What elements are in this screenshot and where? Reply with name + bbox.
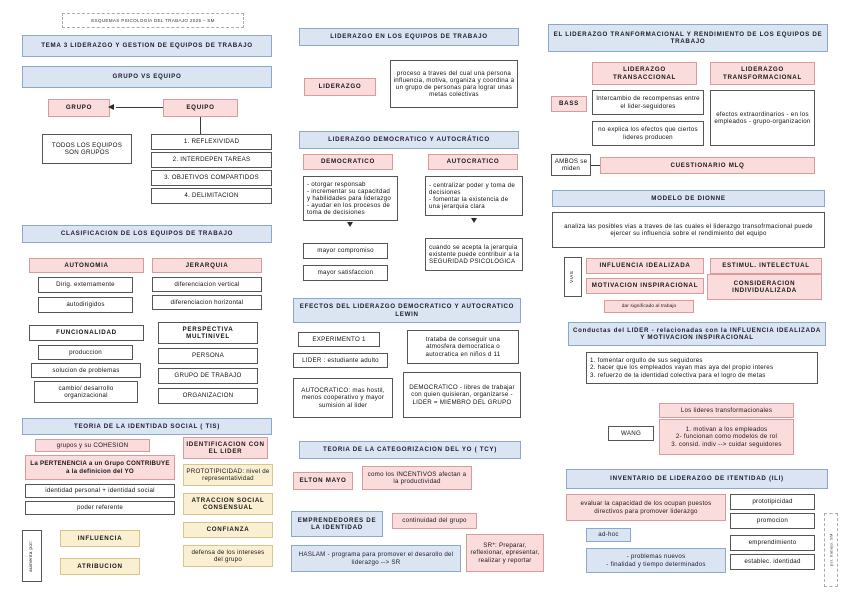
label-aumenta-por: aumenta por: — [22, 530, 42, 582]
node-identificacion-lider: IDENTIFICACION CON EL LIDER — [183, 437, 268, 459]
heading-inventario-liderazgo-identidad: INVENTARIO DE LIDERAZGO DE ITENTIDAD (IL… — [566, 469, 828, 489]
node-defensa-intereses: defensa de los intereses del grupo — [183, 545, 273, 567]
node-equipo: EQUIPO — [163, 99, 238, 117]
funcionalidad-item-1: solucion de problemas — [31, 363, 141, 378]
node-liderazgo-transformacional: LIDERAZGO TRANSFORMACIONAL — [710, 62, 815, 85]
node-incentivos-productividad: como los INCENTIVOS afectan a la product… — [362, 466, 472, 490]
heading-teoria-identidad-social: TEORIA DE LA IDENTIDAD SOCIAL ( TIS) — [22, 418, 272, 435]
node-pertenencia-grupo: La PERTENENCIA a un Grupo CONTRIBUYE a l… — [25, 455, 175, 480]
node-grupos-cohesion: grupos y su COHESION — [35, 439, 150, 452]
node-liderazgo: LIDERAZGO — [304, 78, 376, 96]
ili-item-2: emprendimiento — [730, 535, 815, 551]
equipo-item-3: 4. DELIMITACION — [151, 188, 272, 204]
node-bass: BASS — [551, 96, 587, 112]
jerarquia-item-1: diferenciacion horizontal — [152, 295, 262, 310]
node-confianza: CONFIANZA — [183, 522, 273, 538]
perspectiva-item-2: ORGANIZACION — [158, 388, 258, 404]
label-vias: VIAS — [564, 257, 582, 297]
heading-modelo-dionne: MODELO DE DIONNE — [552, 190, 825, 207]
node-ambos-se-miden: AMBOS se miden — [551, 154, 591, 176]
arrow-to-grupo — [108, 104, 114, 110]
node-conductas-items: 1. fomentar orgullo de sus seguidores 2.… — [586, 352, 818, 384]
node-liderazgo-definicion: proceso a traves del cual una persona in… — [390, 60, 518, 108]
ili-item-0: prototipicidad — [730, 494, 815, 510]
node-democratico-items: - otorgar responsab - incrementar su cap… — [303, 176, 398, 221]
heading-efectos-lewin: EFECTOS DEL LIDERAZGO DEMOCRATICO Y AUTO… — [293, 298, 521, 323]
node-autocratico: AUTOCRATICO — [428, 154, 518, 170]
node-autocratico-efecto: AUTOCRATICO: mas hostil, menos cooperati… — [293, 378, 393, 418]
node-funcionalidad: FUNCIONALIDAD — [29, 325, 144, 341]
node-intercambio-recompensas: Intercambio de recompensas entre el lide… — [592, 90, 704, 115]
node-prototipicidad: PROTOTIPICIDAD: nivel de representativid… — [183, 464, 273, 486]
autonomia-item-0: Dirig. externamente — [38, 277, 133, 293]
node-atraccion-social: ATRACCION SOCIAL CONSENSUAL — [183, 493, 273, 515]
node-emprendedores-identidad: EMPRENDEDORES DE LA IDENTIDAD — [291, 511, 383, 537]
node-dar-significado-trabajo: dar significado al trabajo — [604, 300, 694, 313]
arrow-democratico-result — [347, 222, 353, 227]
heading-teoria-categorizacion-yo: TEORIA DE LA CATEGORIZACION DEL YO ( TCY… — [299, 441, 521, 459]
node-autocratico-items: - centralizar poder y toma de decisiones… — [425, 176, 523, 216]
node-democratico: DEMOCRATICO — [303, 154, 393, 170]
node-mayor-satisfaccion: mayor satisfaccion — [303, 265, 388, 281]
ili-item-1: promocion — [730, 513, 815, 529]
node-wang-items: 1. motivan a los empleados 2- funcionan … — [659, 419, 794, 455]
node-estimulacion-intelectual: ESTIMUL. INTELECTUAL — [710, 258, 822, 274]
node-democratico-efecto: DEMOCRATICO - libres de trabajar con qui… — [403, 372, 521, 418]
node-no-explica-efectos: no explica los efectos que ciertos lider… — [592, 121, 704, 146]
autonomia-item-1: autodirigidos — [38, 297, 133, 313]
connector-equipo-grupo — [116, 107, 163, 108]
heading-liderazgo-equipos: LIDERAZGO EN LOS EQUIPOS DE TRABAJO — [299, 28, 519, 46]
node-wang: WANG — [608, 426, 654, 441]
node-poder-referente: poder referente — [25, 501, 175, 515]
perspectiva-item-0: PERSONA — [158, 348, 258, 364]
arrow-autocratico-result — [471, 218, 477, 223]
node-influencia: INFLUENCIA — [60, 530, 140, 547]
node-lideres-transformacionales: Los lideres transformacionales — [659, 403, 794, 418]
node-influencia-idealizada: INFLUENCIA IDEALIZADA — [586, 258, 704, 274]
node-evaluar-capacidad: evaluar la capacidad de los ocupan puest… — [566, 494, 726, 521]
funcionalidad-item-2: cambio/ desarrollo organizacional — [34, 381, 138, 403]
node-todos-equipos-grupos: TODOS LOS EQUIPOS SON GRUPOS — [42, 134, 132, 164]
side-watermark: psi. trabajo. SM — [824, 513, 838, 587]
node-continuidad-grupo: continuidad del grupo — [392, 513, 477, 529]
heading-grupo-vs-equipo: GRUPO VS EQUIPO — [22, 66, 272, 88]
node-perspectiva-multinivel: PERSPECTIVA MULTINIVEL — [158, 322, 258, 344]
node-elton-mayo: ELTON MAYO — [293, 472, 353, 490]
node-experimento-1: EXPERIMENTO 1 — [298, 332, 380, 347]
node-autocratico-resultado: cuando se acepta la jerarquia existente … — [425, 238, 523, 271]
node-efectos-extraordinarios: efectos extraordinarios - en los emplead… — [710, 90, 815, 146]
node-cuestionario-mlq: CUESTIONARIO MLQ — [600, 157, 815, 174]
node-liderazgo-transaccional: LIDERAZGO TRANSACCIONAL — [592, 62, 697, 85]
node-consideracion-individualizada: CONSIDERACION INDIVIDUALIZADA — [707, 274, 822, 300]
node-haslam-programa: HASLAM - programa para promover el desar… — [291, 545, 461, 572]
node-lider-estudiante: LIDER : estudiante adulto — [293, 353, 388, 368]
heading-liderazgo-democratico-autocratico: LIDERAZGO DEMOCRATICO Y AUTOCRÁTICO — [299, 131, 519, 149]
heading-liderazgo-transformacional: EL LIDERAZGO TRANFORMACIONAL Y RENDIMIEN… — [548, 24, 828, 52]
equipo-item-0: 1. REFLEXIVIDAD — [151, 134, 272, 150]
node-ad-hoc: ad-hoc — [586, 528, 631, 542]
node-problemas-nuevos: - problemas nuevos - finalidad y tiempo … — [586, 548, 726, 573]
jerarquia-item-0: diferenciacion vertical — [152, 277, 262, 292]
heading-clasificacion-equipos: CLASIFICACION DE LOS EQUIPOS DE TRABAJO — [22, 225, 272, 243]
node-autonomia: AUTONOMIA — [29, 258, 144, 273]
node-jerarquia: JERARQUIA — [152, 258, 262, 273]
equipo-item-2: 3. OBJETIVOS COMPARTIDOS — [151, 170, 272, 186]
heading-conductas-lider: Conductas del LIDER - relacionadas con l… — [568, 322, 826, 346]
node-trataba-atmosfera: trataba de conseguir una atmosfera democ… — [407, 330, 519, 364]
node-atribucion: ATRIBUCION — [60, 558, 140, 575]
document-title-chip: ESQUEMAS PSICOLOGÍA DEL TRABAJO 2025 – S… — [62, 13, 244, 28]
node-identidad-personal-social: identidad personal + identidad social — [25, 484, 175, 498]
ili-item-3: establec. identidad — [730, 554, 815, 570]
connector-ambos-mlq — [591, 165, 600, 166]
funcionalidad-item-0: produccion — [38, 345, 133, 360]
node-mayor-compromiso: mayor compromiso — [303, 243, 388, 259]
node-dionne-definicion: analiza las posibles vias a traves de la… — [552, 212, 825, 248]
node-motivacion-inspiracional: MOTIVACION INSPIRACIONAL — [586, 278, 704, 294]
node-grupo: GRUPO — [48, 99, 110, 117]
perspectiva-item-1: GRUPO DE TRABAJO — [158, 368, 258, 384]
node-sr-pasos: SR*: Preparar, reflexionar, epresentar, … — [466, 534, 544, 572]
connector-equipo-list — [200, 117, 201, 135]
heading-tema3: TEMA 3 LIDERAZGO Y GESTION DE EQUIPOS DE… — [22, 35, 272, 57]
equipo-item-1: 2. INTERDEPEN TAREAS — [151, 152, 272, 168]
